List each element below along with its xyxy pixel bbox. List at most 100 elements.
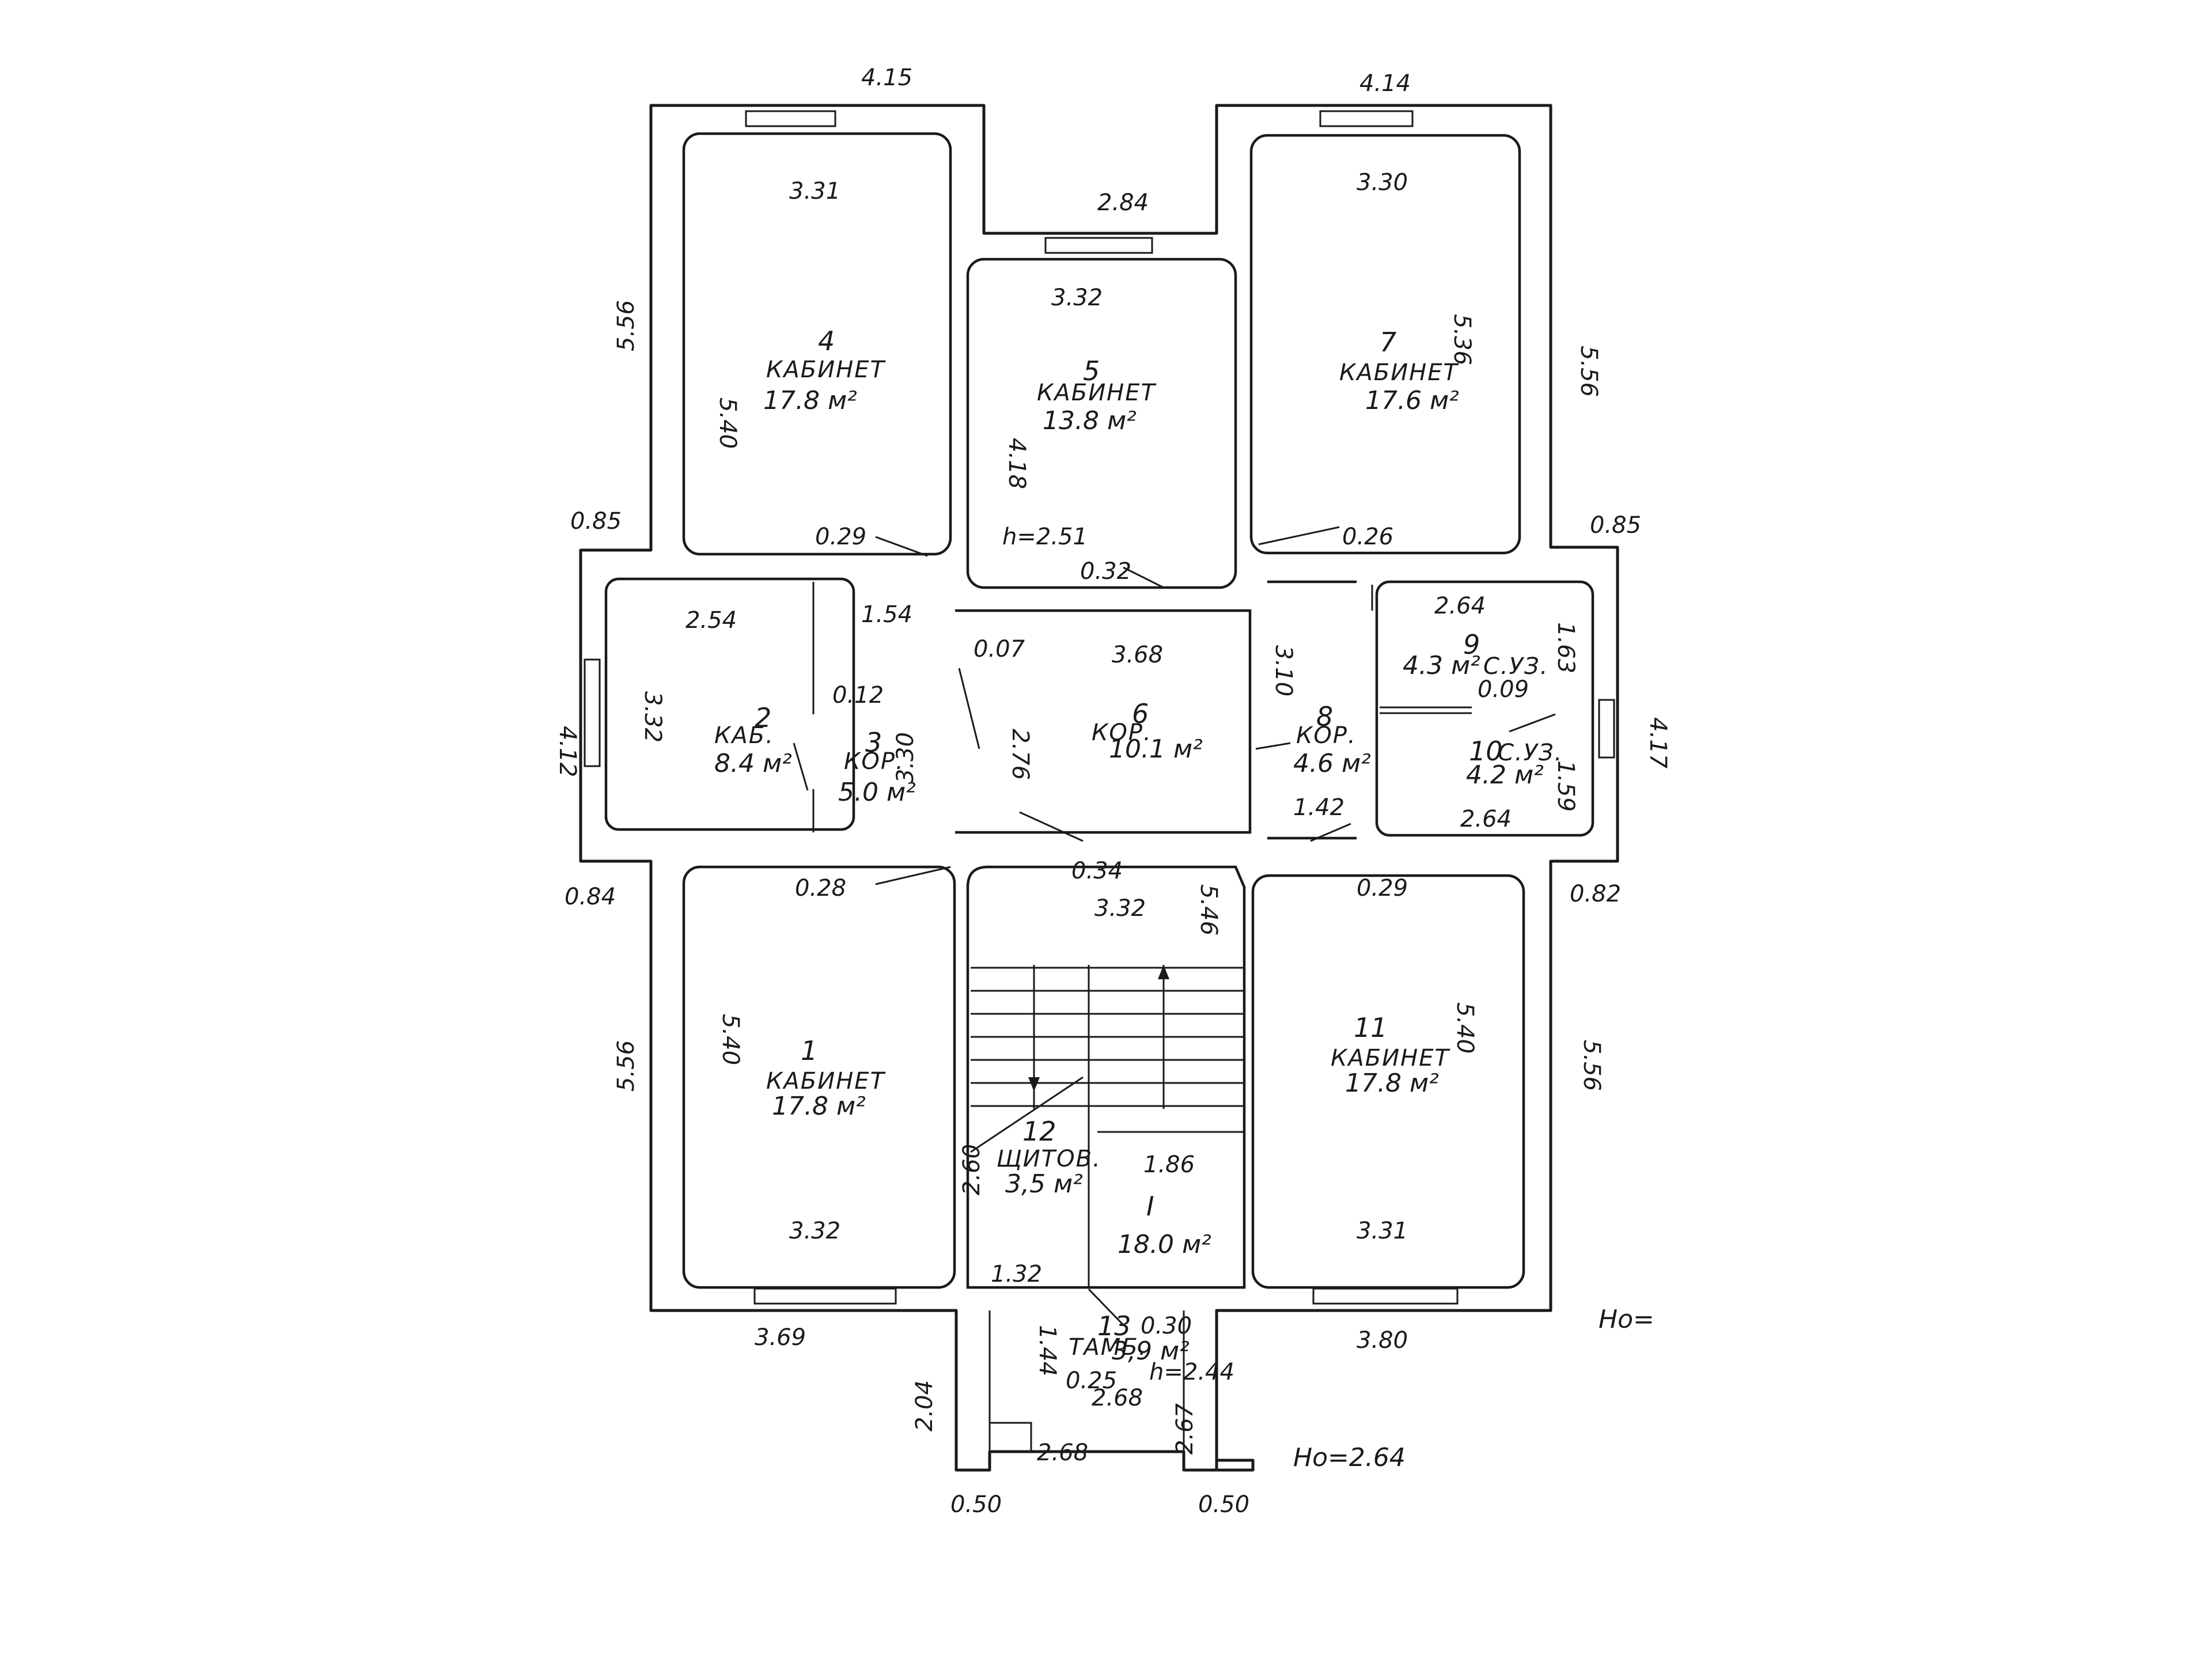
corridor-6-outline bbox=[955, 609, 1252, 834]
room-11-area: 17.8 м² bbox=[1345, 1069, 1439, 1098]
room-7: 3.30 5.36 7 КАБИНЕТ 17.6 м² bbox=[1339, 169, 1475, 415]
room-8-width: 1.42 bbox=[1293, 794, 1344, 821]
window-room-9-10 bbox=[1598, 699, 1615, 759]
room-7-height: 5.36 bbox=[1449, 314, 1475, 365]
room-8-label: КОР. bbox=[1296, 722, 1357, 749]
room-4-area: 17.8 м² bbox=[763, 386, 857, 415]
corridor-8-outline bbox=[1267, 580, 1357, 840]
room-2-height: 3.32 bbox=[639, 691, 666, 743]
stair-width: 3.32 bbox=[1094, 895, 1146, 922]
note-007: 0.07 bbox=[974, 636, 1025, 662]
room-9-area: 4.3 м² bbox=[1403, 651, 1480, 680]
room-6-height: 2.76 bbox=[1007, 729, 1033, 780]
room-5-label: КАБИНЕТ bbox=[1037, 380, 1157, 406]
room-12-number: 12 bbox=[1022, 1116, 1056, 1147]
note-029b: 0.29 bbox=[1357, 875, 1408, 902]
room-8-area: 4.6 м² bbox=[1293, 749, 1371, 778]
note-267: 2.67 bbox=[1172, 1403, 1198, 1455]
window-room-2 bbox=[584, 658, 601, 767]
outer-walls bbox=[579, 104, 1619, 1472]
room-13-height: 1.44 bbox=[1034, 1325, 1060, 1376]
dim-right-mid: 4.17 bbox=[1645, 717, 1671, 769]
room-5-width: 3.32 bbox=[1051, 285, 1103, 311]
dim-right-lower: 5.56 bbox=[1578, 1040, 1605, 1091]
door-swing-6 bbox=[958, 668, 980, 749]
room-1-number: 1 bbox=[801, 1035, 817, 1066]
room-3: 1.54 3.30 3 КОР. 5.0 м² bbox=[838, 601, 919, 807]
room-I-area: 18.0 м² bbox=[1118, 1230, 1211, 1259]
door-swing-13 bbox=[1088, 1288, 1124, 1326]
room-13-label: ТАМБ. bbox=[1069, 1334, 1147, 1361]
door-swing-8 bbox=[1255, 742, 1291, 750]
porch-inner bbox=[988, 1310, 1185, 1452]
room-9-number: 9 bbox=[1463, 629, 1480, 660]
door-swing-7 bbox=[1258, 526, 1340, 546]
note-012: 0.12 bbox=[832, 682, 884, 709]
room-9: 2.64 1.63 9 4.3 м² С.УЗ. bbox=[1403, 593, 1579, 680]
room-11-label: КАБИНЕТ bbox=[1331, 1045, 1450, 1071]
room-1-width: 3.32 bbox=[789, 1218, 840, 1244]
room-4-outline bbox=[682, 132, 952, 556]
window-room-1 bbox=[753, 1287, 897, 1305]
room-10-width: 2.64 bbox=[1460, 806, 1512, 832]
door-swing-11 bbox=[1310, 823, 1351, 842]
room-3-label: КОР. bbox=[844, 748, 904, 775]
room-2-width: 2.54 bbox=[685, 607, 737, 634]
dim-right-jog-bottom: 0.82 bbox=[1570, 881, 1621, 907]
ho-label-bottom: Ho=2.64 bbox=[1293, 1443, 1406, 1472]
room-3-area: 5.0 м² bbox=[838, 778, 916, 807]
stair-height: 5.46 bbox=[1195, 884, 1222, 935]
room-6: 3.68 2.76 6 КОР. 10.1 м² bbox=[1007, 642, 1203, 780]
window-room-7 bbox=[1319, 110, 1414, 127]
dim-left-lower: 5.56 bbox=[613, 1040, 639, 1092]
room-5-outline bbox=[966, 257, 1237, 589]
room-8: 3.10 8 КОР. 4.6 м² 1.42 bbox=[1270, 645, 1371, 821]
door-swing-1 bbox=[875, 866, 951, 885]
note-025: 0.25 bbox=[1066, 1368, 1117, 1394]
stair-arrowhead-icon bbox=[1158, 965, 1169, 979]
room-1-outline bbox=[682, 865, 956, 1289]
windows bbox=[584, 110, 1615, 1305]
room-8-height: 3.10 bbox=[1270, 645, 1297, 696]
wall-notes: 0.29 0.32 0.26 0.07 0.12 0.09 0.28 0.34 … bbox=[795, 524, 1529, 1466]
room-1: 5.40 1 КАБИНЕТ 17.8 м² 3.32 bbox=[717, 1014, 885, 1244]
room-10: 10 С.УЗ. 4.2 м² 1.59 2.64 bbox=[1460, 736, 1579, 832]
room-13-number: 13 bbox=[1097, 1310, 1131, 1342]
room-7-outline bbox=[1249, 134, 1521, 555]
room-10-height: 1.59 bbox=[1552, 760, 1579, 812]
dim-right-jog-top: 0.85 bbox=[1590, 512, 1641, 539]
room-6-width: 3.68 bbox=[1112, 642, 1163, 668]
room-1-height: 5.40 bbox=[717, 1014, 744, 1065]
ho-label-top: Ho= bbox=[1599, 1305, 1654, 1334]
room-7-number: 7 bbox=[1380, 327, 1396, 358]
room-12-label: ЩИТОВ. bbox=[997, 1146, 1101, 1172]
stair-arrowhead-2-icon bbox=[1028, 1077, 1040, 1092]
room-3-height: 3.30 bbox=[892, 732, 919, 783]
room-8-number: 8 bbox=[1316, 701, 1333, 732]
room-2: 2.54 3.32 2 КАБ. 8.4 м² bbox=[639, 607, 792, 778]
room-5-height: 4.18 bbox=[1003, 438, 1030, 489]
dim-left-mid: 4.12 bbox=[554, 726, 581, 777]
room-10-label: С.УЗ. bbox=[1498, 740, 1563, 766]
note-034: 0.34 bbox=[1071, 858, 1123, 884]
door-swing-10 bbox=[1509, 713, 1556, 733]
dim-right-upper: 5.56 bbox=[1575, 346, 1602, 397]
porch-wall-left bbox=[955, 1310, 990, 1472]
room-13: 13 ТАМБ. 3,9 м² 1.44 h=2.44 2.68 bbox=[1034, 1310, 1234, 1411]
room-12-width: 1.32 bbox=[991, 1261, 1042, 1287]
stair-treads bbox=[971, 965, 1243, 1109]
room-10-area: 4.2 м² bbox=[1466, 760, 1544, 790]
room-9-10-outline bbox=[1375, 580, 1594, 837]
room-I-number: I bbox=[1146, 1191, 1154, 1222]
room-5-area: 13.8 м² bbox=[1043, 406, 1137, 435]
room-4: 3.31 5.40 4 КАБИНЕТ 17.8 м² bbox=[714, 178, 885, 449]
note-009: 0.09 bbox=[1478, 676, 1529, 703]
note-028: 0.28 bbox=[795, 875, 846, 902]
dim-left-upper: 5.56 bbox=[613, 300, 639, 351]
room-7-area: 17.6 м² bbox=[1365, 386, 1459, 415]
window-room-5 bbox=[1044, 237, 1153, 254]
room-4-number: 4 bbox=[818, 325, 835, 357]
room-11-height: 5.40 bbox=[1452, 1002, 1478, 1054]
room-9-height: 1.63 bbox=[1552, 622, 1579, 673]
